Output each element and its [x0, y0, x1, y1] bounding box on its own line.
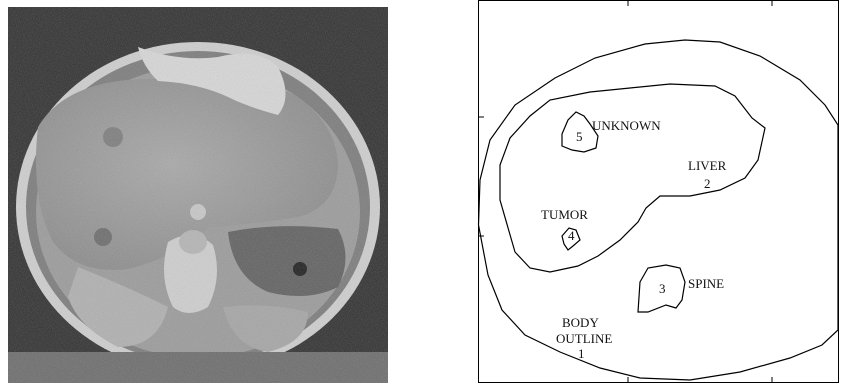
number-tumor: 4 — [568, 228, 575, 243]
segmentation-svg: UNKNOWN 5 LIVER 2 TUMOR 4 SPINE 3 BODY O… — [470, 0, 841, 383]
number-liver: 2 — [704, 176, 711, 191]
plot-frame — [479, 1, 839, 383]
label-unknown: UNKNOWN — [592, 118, 661, 133]
liver-contour — [500, 84, 765, 272]
number-body-outline: 1 — [578, 346, 585, 361]
number-unknown: 5 — [576, 129, 583, 144]
number-spine: 3 — [659, 281, 666, 296]
body-outline-contour — [479, 40, 839, 380]
label-spine: SPINE — [688, 276, 724, 291]
ct-scan-svg — [8, 7, 388, 383]
label-liver: LIVER — [688, 158, 727, 173]
label-body: BODY — [562, 315, 599, 330]
segmentation-diagram: UNKNOWN 5 LIVER 2 TUMOR 4 SPINE 3 BODY O… — [470, 0, 841, 383]
ct-scan-image — [8, 7, 388, 383]
label-tumor: TUMOR — [541, 207, 588, 222]
label-outline: OUTLINE — [556, 331, 612, 346]
